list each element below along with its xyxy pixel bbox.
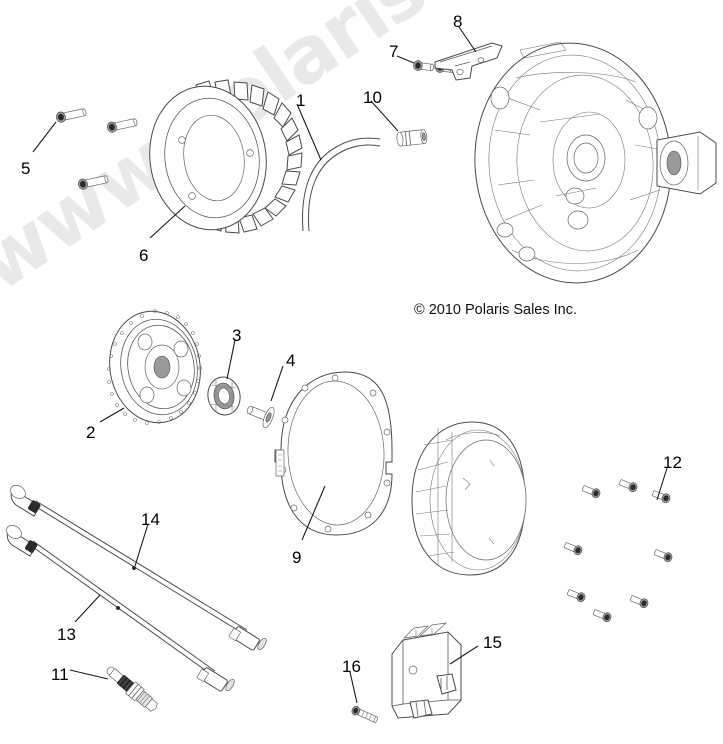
part-regulator-mounting-bolt — [349, 671, 378, 723]
callout-13: 13 — [57, 625, 76, 644]
callout-5: 5 — [21, 159, 31, 178]
part-spark-plug — [69, 666, 158, 712]
callout-4: 4 — [286, 351, 296, 370]
callout-10: 10 — [363, 88, 382, 107]
part-stator-cover — [411, 421, 527, 576]
part-ignition-lead-wire — [296, 103, 381, 232]
part-wire-retainer-bracket — [434, 26, 503, 81]
part-grommet-fitting — [370, 100, 428, 147]
callout-3: 3 — [232, 326, 242, 345]
part-starter-drive-clutch — [207, 339, 241, 416]
part-shoulder-bolt — [246, 365, 284, 429]
callout-8: 8 — [453, 12, 463, 31]
callout-9: 9 — [292, 548, 302, 567]
callout-12: 12 — [663, 453, 682, 472]
part-stator-screws — [32, 108, 138, 190]
callout-16: 16 — [342, 657, 361, 676]
callout-14: 14 — [141, 510, 160, 529]
callout-15: 15 — [483, 633, 502, 652]
part-crankcase-housing — [474, 41, 717, 284]
copyright-notice: © 2010 Polaris Sales Inc. — [414, 302, 578, 318]
callout-11: 11 — [51, 665, 69, 684]
part-cover-screws — [563, 467, 673, 623]
callout-6: 6 — [139, 246, 149, 265]
part-spark-plug-cable-short — [6, 525, 235, 692]
part-cover-gasket — [274, 371, 393, 541]
part-flywheel-ring-gear — [99, 309, 202, 425]
part-voltage-regulator — [391, 622, 479, 719]
callout-7: 7 — [389, 42, 399, 61]
callout-2: 2 — [86, 423, 96, 442]
part-spark-plug-cable-long — [10, 485, 267, 651]
callout-1: 1 — [296, 91, 306, 110]
part-stator-assembly — [149, 79, 303, 239]
